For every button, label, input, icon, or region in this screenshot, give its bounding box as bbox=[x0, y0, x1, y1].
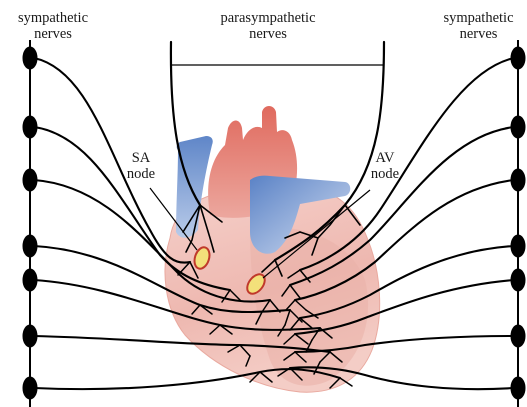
sympathetic-chain-right bbox=[511, 40, 525, 407]
av-node-label-line1: AV bbox=[360, 150, 410, 166]
sa-node-label-line2: node bbox=[116, 166, 166, 182]
left-sympathetic-label-line2: nerves bbox=[8, 26, 98, 42]
av-node-label: AV node bbox=[360, 150, 410, 182]
parasympathetic-label-line2: nerves bbox=[198, 26, 338, 42]
right-sympathetic-label: sympathetic nerves bbox=[430, 10, 527, 42]
right-sympathetic-label-line2: nerves bbox=[430, 26, 527, 42]
sympathetic-chain-left bbox=[23, 40, 37, 407]
sa-node-label-line1: SA bbox=[116, 150, 166, 166]
parasympathetic-label-line1: parasympathetic bbox=[198, 10, 338, 26]
av-node-label-line2: node bbox=[360, 166, 410, 182]
right-sympathetic-label-line1: sympathetic bbox=[430, 10, 527, 26]
sa-node-label: SA node bbox=[116, 150, 166, 182]
left-sympathetic-label-line1: sympathetic bbox=[8, 10, 98, 26]
heart bbox=[165, 106, 380, 392]
parasympathetic-label: parasympathetic nerves bbox=[198, 10, 338, 42]
left-sympathetic-label: sympathetic nerves bbox=[8, 10, 98, 42]
